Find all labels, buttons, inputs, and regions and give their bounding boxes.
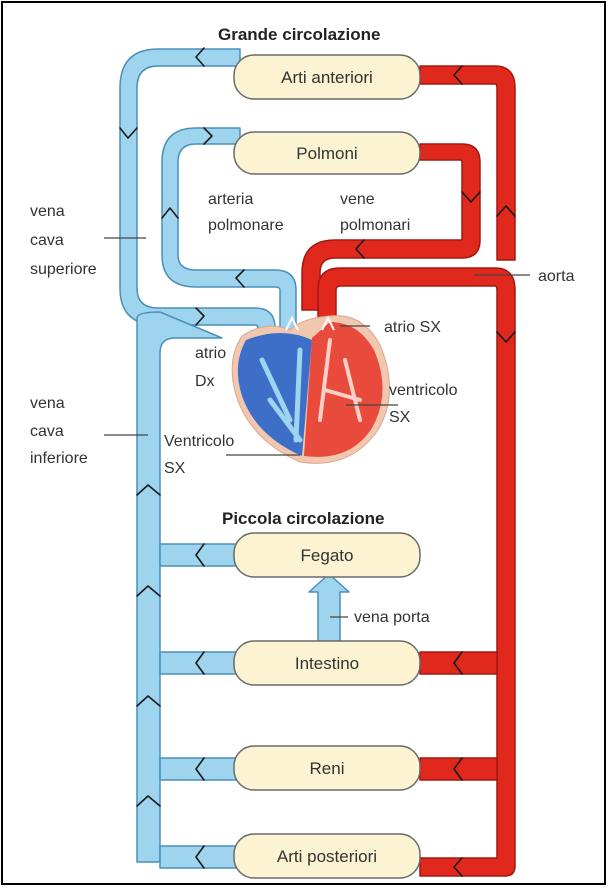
heart — [232, 316, 389, 464]
title-piccola-circolazione: Piccola circolazione — [222, 509, 385, 528]
vena-porta — [309, 574, 349, 644]
label-vene-polmonari: vene polmonari — [340, 191, 410, 234]
organ-intestino: Intestino — [295, 654, 359, 673]
label-ventricolo-sx-right: ventricolo SX — [389, 382, 462, 426]
label-atrio-sx: atrio SX — [384, 319, 441, 336]
vena-branch-fegato — [160, 544, 236, 566]
organ-boxes — [234, 55, 420, 878]
label-arteria-polmonare: arteria polmonare — [208, 191, 284, 234]
vena-branch-arti — [160, 846, 236, 868]
vena-branch-reni — [160, 758, 236, 780]
organ-arti-posteriori: Arti posteriori — [277, 847, 377, 866]
organ-fegato: Fegato — [301, 546, 354, 565]
title-grande-circolazione: Grande circolazione — [218, 25, 381, 44]
aorta-branch-intestino — [420, 652, 497, 674]
label-vena-cava-inferiore: vena cava inferiore — [30, 395, 88, 467]
organ-reni: Reni — [310, 759, 345, 778]
vena-branch-intestino — [160, 652, 236, 674]
label-atrio-dx: atrio Dx — [195, 345, 231, 390]
aorta-branch-reni — [420, 758, 497, 780]
label-vena-porta: vena porta — [354, 609, 430, 626]
label-aorta: aorta — [538, 268, 575, 285]
organ-polmoni: Polmoni — [296, 144, 357, 163]
organ-arti-anteriori: Arti anteriori — [281, 68, 373, 87]
label-vena-cava-superiore: vena cava superiore — [30, 203, 97, 278]
